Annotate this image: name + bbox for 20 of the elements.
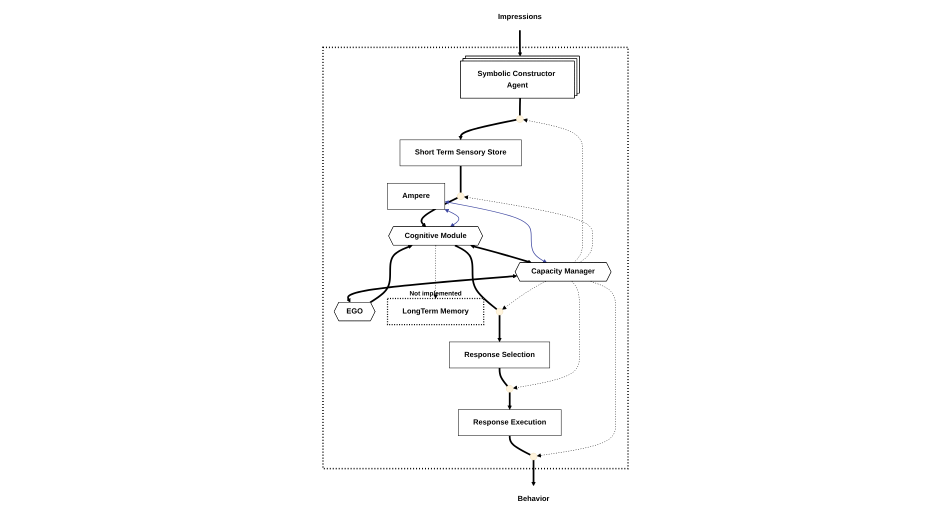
arrow [470,244,532,264]
node-circle [506,385,514,393]
connector [498,368,508,387]
arrow [346,274,518,303]
arrow [444,209,460,228]
arrow [508,392,512,410]
arrow [458,118,517,140]
arrow [531,460,536,486]
connector [519,98,521,116]
connector [460,166,462,193]
node-circle [516,115,524,123]
connector [454,244,498,310]
arrow [370,244,413,304]
node-circle [456,192,464,200]
node-circle [496,308,504,316]
node-circle [530,452,538,460]
arrow [497,315,502,342]
connector [508,436,531,456]
arrow [444,200,548,264]
arrow [518,30,522,56]
